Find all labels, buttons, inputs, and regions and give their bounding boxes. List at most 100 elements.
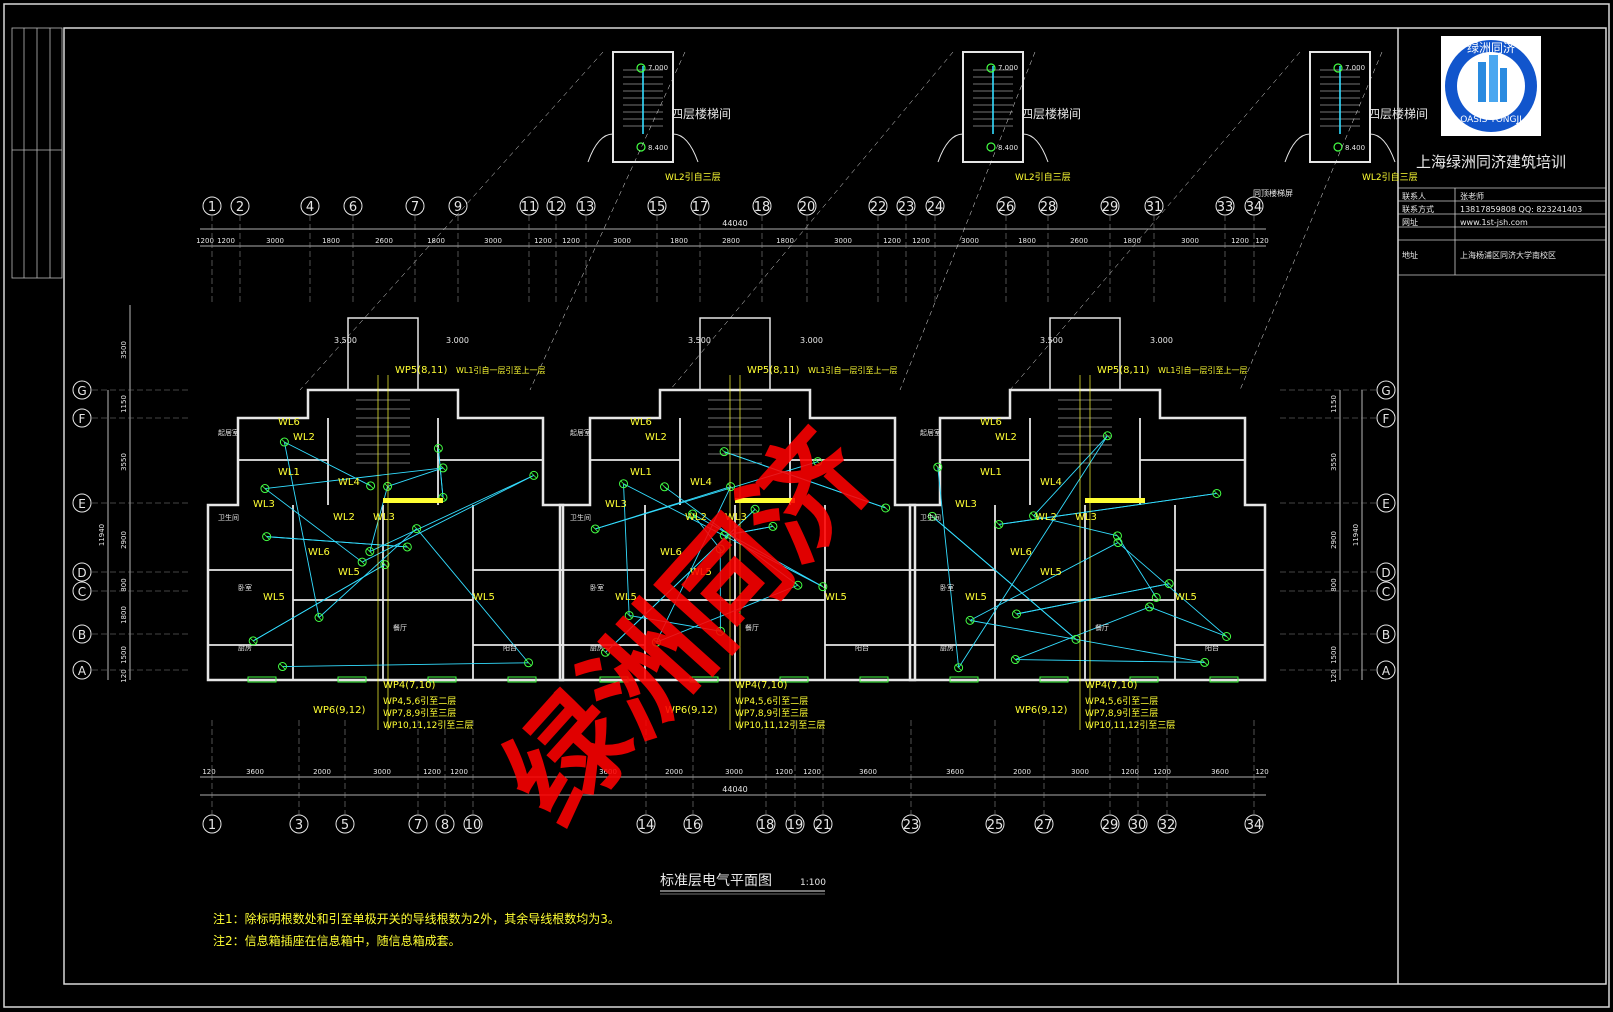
circuit-label: WL5 — [690, 567, 712, 578]
elevation-2: 3.000 — [446, 336, 469, 345]
axis-row-label-right: C — [1382, 585, 1390, 599]
dim-top: 3000 — [484, 237, 502, 245]
dim-top: 1200 — [562, 237, 580, 245]
axis-top-label: 33 — [1217, 200, 1234, 215]
dim-top: 2800 — [722, 237, 740, 245]
circuit-label: WL2 — [685, 512, 707, 523]
axis-top-22: 22 — [868, 196, 888, 305]
axis-top-label: 29 — [1102, 200, 1119, 215]
stair-circuit: WL2引自三层 — [1362, 171, 1418, 183]
circuit-label: WL4 — [338, 477, 360, 488]
circuit-label: WL6 — [660, 547, 682, 558]
room-label: 阳台 — [855, 643, 869, 652]
axis-row-label-right: E — [1382, 497, 1390, 511]
dim-top: 3000 — [613, 237, 631, 245]
axis-top-label: 6 — [349, 200, 357, 215]
axis-top-20: 20 — [797, 196, 817, 305]
room-label: 卧室 — [590, 583, 604, 592]
note-2: 注2：信息箱插座在信息箱中，随信息箱成套。 — [213, 933, 461, 948]
dim-bottom: 120 — [1255, 768, 1268, 776]
dim-top: 1200 — [883, 237, 901, 245]
dim-right: 1150 — [1330, 395, 1338, 413]
axis-row-label-right: G — [1381, 384, 1390, 398]
circuit-label: WL3 — [373, 512, 395, 523]
dim-top: 1800 — [427, 237, 445, 245]
axis-bottom-label: 7 — [414, 818, 422, 833]
dim-bottom: 3000 — [725, 768, 743, 776]
feeder-wp-line: WP10,11,12引至三层 — [1085, 720, 1175, 731]
feeder-wp-line: WP4,5,6引至二层 — [383, 696, 456, 707]
phone-value: 13817859808 QQ: 823241403 — [1460, 205, 1582, 214]
dim-bottom: 3000 — [373, 768, 391, 776]
axis-bottom-16: 16 — [683, 720, 703, 834]
axis-top-label: 15 — [649, 200, 666, 215]
circuit-label: WL1 — [278, 467, 300, 478]
axis-top-2: 2 — [230, 196, 250, 305]
dim-bottom: 3600 — [1211, 768, 1229, 776]
dim-right: 120 — [1330, 669, 1338, 682]
axis-bottom-34: 34 — [1244, 720, 1264, 834]
axis-top-13: 13 — [576, 196, 596, 305]
feeder-wp-line: WP7,8,9引至三层 — [1085, 708, 1158, 719]
circuit-label: WL5 — [615, 592, 637, 603]
axis-top-label: 12 — [548, 200, 565, 215]
room-label: 卫生间 — [920, 513, 941, 522]
axis-top-label: 11 — [521, 200, 538, 215]
address-label: 地址 — [1402, 250, 1418, 260]
contact-value: 张老师 — [1460, 191, 1484, 201]
elevation-3: 3.500 — [688, 336, 711, 345]
dim-top: 2600 — [1070, 237, 1088, 245]
dim-right: 2900 — [1330, 531, 1338, 549]
feeder-wp4: WP4(7,10) — [383, 680, 435, 691]
axis-top-11: 11 — [519, 196, 539, 305]
stair-inset-label: 四层楼梯间 — [671, 106, 731, 121]
drawing-scale: 1:100 — [800, 878, 826, 888]
axis-bottom-label: 18 — [758, 818, 775, 833]
axis-top-17: 17 — [690, 196, 710, 305]
dim-left: 1500 — [120, 646, 128, 664]
room-label: 卧室 — [238, 583, 252, 592]
axis-top-4: 4 — [300, 196, 320, 305]
dim-bottom: 2000 — [665, 768, 683, 776]
axis-bottom-label: 34 — [1246, 818, 1263, 833]
axis-bottom-18: 18 — [756, 720, 776, 834]
circuit-label: WL2 — [995, 432, 1017, 443]
drawing-title: 标准层电气平面图 — [660, 873, 772, 889]
axis-row-label-left: E — [78, 497, 86, 511]
feeder-wp-top: WP5(8,11) — [1097, 365, 1149, 376]
feeder-wl-top: WL1引自一层引至上一层 — [1158, 365, 1247, 375]
axis-bottom-30: 30 — [1128, 720, 1148, 834]
room-label: 起居室 — [570, 428, 591, 437]
room-label: 餐厅 — [393, 623, 407, 632]
axis-bottom-label: 30 — [1130, 818, 1147, 833]
axis-row-label-left: C — [78, 585, 86, 599]
axis-top-label: 31 — [1146, 200, 1163, 215]
room-label: 厨房 — [940, 643, 954, 652]
stair-top-elev: 7.000 — [648, 64, 668, 72]
axis-bottom-27: 27 — [1034, 720, 1054, 834]
axis-top-29: 29 — [1100, 196, 1120, 305]
axis-bottom-32: 32 — [1157, 720, 1177, 834]
circuit-label: WL3 — [955, 499, 977, 510]
dim-bottom: 1200 — [423, 768, 441, 776]
axis-bottom-label: 1 — [208, 818, 216, 833]
axis-top-label: 34 — [1246, 200, 1263, 215]
stair-inset-label: 四层楼梯间 — [1021, 106, 1081, 121]
dim-bottom: 3600 — [599, 768, 617, 776]
circuit-label: WL5 — [1040, 567, 1062, 578]
room-label: 厨房 — [238, 643, 252, 652]
axis-top-15: 15 — [647, 196, 667, 305]
axis-bottom-7: 7 — [408, 720, 428, 834]
axis-top-33: 33 — [1215, 196, 1235, 305]
dim-right: 800 — [1330, 578, 1338, 591]
room-label: 餐厅 — [1095, 623, 1109, 632]
dim-bottom: 1200 — [775, 768, 793, 776]
axis-top-24: 24 — [925, 196, 945, 305]
dim-left: 800 — [120, 578, 128, 591]
dim-left: 3500 — [120, 341, 128, 359]
